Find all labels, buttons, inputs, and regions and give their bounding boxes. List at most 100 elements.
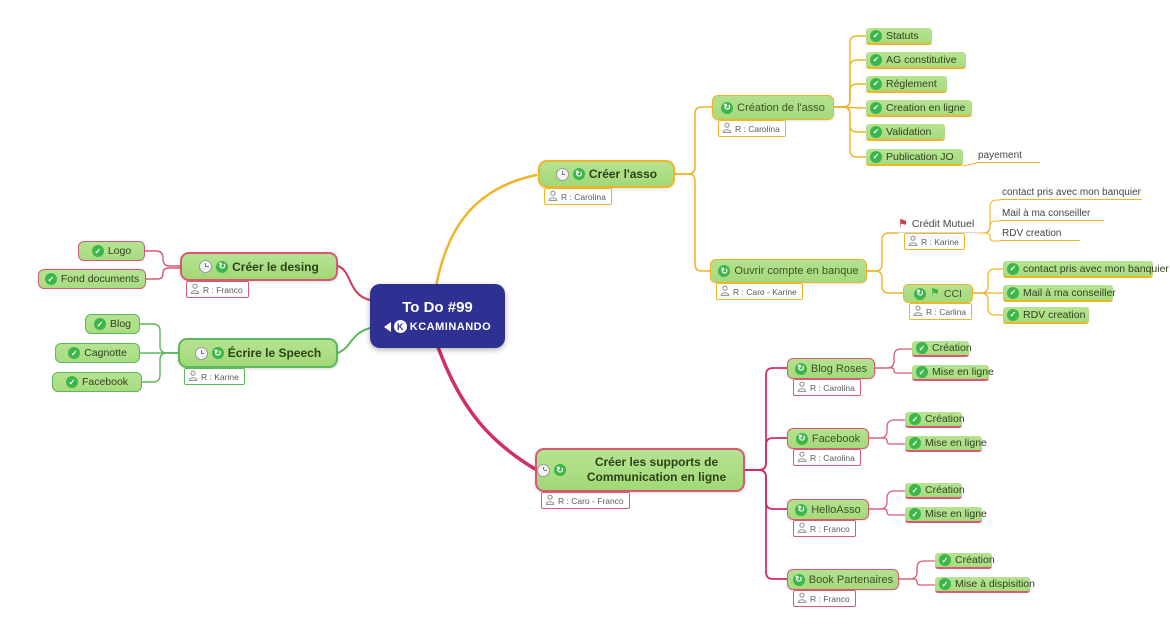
- check-icon: ✓: [939, 578, 951, 590]
- check-icon: ✓: [1007, 286, 1019, 299]
- check-icon: ✓: [870, 77, 882, 90]
- check-icon: ✓: [870, 29, 882, 42]
- node-cci[interactable]: ↻⚑CCI: [903, 284, 973, 303]
- connector-path: [977, 232, 1001, 242]
- node-label: RDV creation: [1023, 308, 1086, 321]
- progress-icon: ↻: [718, 265, 731, 277]
- assignee-label: R : Carolina: [561, 191, 606, 202]
- connector-path: [972, 268, 1004, 294]
- central-node[interactable]: To Do #99 K KCAMINANDO: [370, 284, 505, 348]
- node-cci-contact[interactable]: ✓contact pris avec mon banquier: [1003, 261, 1169, 278]
- connector-path: [866, 232, 899, 272]
- check-icon: ✓: [870, 125, 882, 138]
- node-blog[interactable]: ✓Blog: [85, 314, 140, 334]
- node-fond-documents[interactable]: ✓Fond documents: [38, 269, 146, 289]
- node-payement[interactable]: payement: [976, 148, 1040, 163]
- node-book-partenaires[interactable]: ↻Book Partenaires: [787, 569, 899, 590]
- connector-path: [972, 292, 1004, 316]
- node-label: Réglement: [886, 77, 937, 90]
- node-label: Statuts: [886, 29, 919, 42]
- node-label: Créer les supports de Communication en l…: [586, 455, 727, 484]
- node-statuts[interactable]: ✓ Statuts: [866, 28, 932, 45]
- check-icon: ✓: [93, 318, 106, 330]
- node-label: HelloAsso: [811, 503, 861, 516]
- assignee-badge[interactable]: R : Carolina: [544, 188, 612, 205]
- node-creer-asso[interactable]: ↻Créer l'asso: [538, 160, 675, 188]
- node-credit-mutuel[interactable]: ⚑Crédit Mutuel: [898, 216, 978, 233]
- node-ag-constitutive[interactable]: ✓ AG constitutive: [866, 52, 966, 69]
- node-validation[interactable]: ✓Validation: [866, 124, 945, 141]
- node-creation-asso[interactable]: ↻Création de l'asso: [712, 95, 834, 120]
- node-ecrire-speech[interactable]: ↻Écrire le Speech: [178, 338, 338, 368]
- assignee-label: R : Carolina: [810, 382, 855, 393]
- node-helloasso[interactable]: ↻HelloAsso: [787, 499, 869, 520]
- node-cm-contact[interactable]: contact pris avec mon banquier: [1000, 186, 1142, 200]
- node-bp-creation[interactable]: ✓Création: [935, 553, 995, 569]
- node-cci-mail[interactable]: ✓ Mail à ma conseiller: [1003, 285, 1116, 302]
- assignee-badge[interactable]: R : Caro - Karine: [716, 283, 803, 300]
- connector-path: [141, 352, 179, 383]
- node-ouvrir-compte[interactable]: ↻Ouvrir compte en banque: [710, 259, 867, 283]
- check-icon: ✓: [870, 53, 882, 66]
- assignee-badge[interactable]: R : Karine: [904, 233, 965, 250]
- node-cm-mail[interactable]: Mail à ma conseiller: [1000, 207, 1104, 221]
- node-facebook-right[interactable]: ↻Facebook: [787, 428, 869, 449]
- clock-icon: [537, 463, 550, 477]
- assignee-badge[interactable]: R : Carolina: [793, 449, 861, 466]
- connector-path: [868, 508, 906, 516]
- node-fb-mise[interactable]: ✓Mise en ligne: [905, 436, 987, 452]
- assignee-badge[interactable]: R : Carlina: [909, 303, 973, 320]
- connector-path: [898, 560, 936, 580]
- node-blog-roses[interactable]: ↻Blog Roses: [787, 358, 875, 379]
- person-icon: [545, 494, 555, 507]
- assignee-label: R : Franco: [810, 593, 850, 604]
- node-cci-rdv[interactable]: ✓ RDV creation: [1003, 307, 1089, 324]
- node-br-creation[interactable]: ✓ Création: [912, 341, 972, 357]
- assignee-badge[interactable]: R : Caro - Franco: [541, 492, 630, 509]
- person-icon: [908, 235, 918, 248]
- assignee-badge[interactable]: R : Carolina: [793, 379, 861, 396]
- node-creer-supports[interactable]: ↻Créer les supports de Communication en …: [535, 448, 745, 492]
- check-icon: ✓: [1007, 308, 1019, 321]
- node-label: Publication JO: [886, 150, 954, 163]
- node-publication-jo[interactable]: ✓ Publication JO: [866, 149, 963, 166]
- assignee-badge[interactable]: R : Franco: [793, 520, 856, 537]
- assignee-badge[interactable]: R : Karine: [184, 368, 245, 385]
- connector-path: [744, 437, 788, 471]
- node-ha-creation[interactable]: ✓Création: [905, 483, 965, 499]
- check-icon: ✓: [870, 150, 882, 163]
- connector-path: [337, 265, 371, 301]
- connector-path: [833, 106, 867, 158]
- assignee-label: R : Franco: [810, 523, 850, 534]
- node-label: Création: [955, 554, 995, 566]
- node-label: Mail à ma conseiller: [1023, 286, 1116, 299]
- node-label: Création: [925, 413, 965, 425]
- node-cagnotte[interactable]: ✓Cagnotte: [55, 343, 140, 363]
- progress-icon: ↻: [216, 260, 229, 273]
- node-cm-rdv[interactable]: RDV creation: [1000, 227, 1080, 241]
- connector-path: [833, 83, 867, 108]
- assignee-badge[interactable]: R : Franco: [793, 590, 856, 607]
- node-br-mise[interactable]: ✓Mise en ligne: [912, 365, 994, 381]
- node-label: Création: [932, 342, 972, 354]
- node-fb-creation[interactable]: ✓Création: [905, 412, 965, 428]
- assignee-badge[interactable]: R : Carolina: [718, 120, 786, 137]
- check-icon: ✓: [65, 376, 78, 388]
- connector-path: [868, 490, 906, 510]
- assignee-label: R : Franco: [203, 284, 243, 295]
- check-icon: ✓: [916, 342, 928, 354]
- person-icon: [188, 370, 198, 383]
- node-bp-mise[interactable]: ✓Mise à dispisition: [935, 577, 1035, 593]
- assignee-badge[interactable]: R : Franco: [186, 281, 249, 298]
- node-logo[interactable]: ✓Logo: [78, 241, 145, 261]
- node-label: Creation en ligne: [886, 101, 966, 114]
- node-facebook-left[interactable]: ✓Facebook: [52, 372, 142, 392]
- node-creer-desing[interactable]: ↻Créer le desing: [180, 252, 338, 281]
- check-icon: ✓: [916, 366, 928, 378]
- node-creation-en-ligne[interactable]: ✓Creation en ligne: [866, 100, 972, 117]
- node-ha-mise[interactable]: ✓Mise en ligne: [905, 507, 987, 523]
- node-label: Facebook: [811, 432, 861, 445]
- node-label: Création de l'asso: [737, 101, 825, 114]
- node-reglement[interactable]: ✓ Réglement: [866, 76, 947, 93]
- node-label: AG constitutive: [886, 53, 957, 66]
